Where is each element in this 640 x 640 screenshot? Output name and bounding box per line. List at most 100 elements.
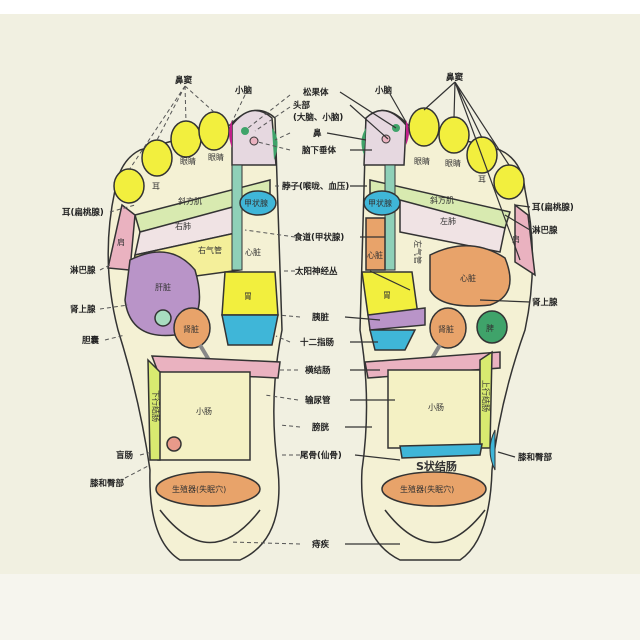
- pineal-dot: [392, 124, 400, 132]
- label-pineal: 松果体: [303, 87, 329, 98]
- label-sinus: 鼻窦: [175, 75, 193, 86]
- leader-lines: [99, 81, 531, 545]
- label-nose: 鼻: [313, 128, 322, 139]
- duodenum-right: [369, 329, 417, 351]
- label-bladder: 膀胱: [311, 422, 330, 433]
- left-foot: 耳 眼睛 眼睛 斜方肌 右肺 右气管 肝脏 甲状腺 心脏 胃 肾脏 小肠 下行结…: [107, 109, 283, 561]
- label-pancreas: 胰脏: [311, 312, 330, 323]
- left-lung: [399, 199, 506, 253]
- heart-small: [365, 217, 386, 271]
- region-right-bronchus: 右气管: [198, 245, 222, 255]
- region-heart: 心脏: [460, 273, 476, 283]
- toe-5: [113, 168, 145, 204]
- region-eye: 眼睛: [414, 156, 430, 166]
- label-adrenal: 肾上腺: [532, 297, 558, 308]
- spleen: [476, 310, 508, 344]
- background: [0, 14, 640, 574]
- region-descending-colon: 下行结肠: [151, 390, 161, 422]
- region-left-lung: 左肺: [440, 216, 456, 226]
- cerebellum-spot: [406, 120, 409, 145]
- label-adrenal: 肾上腺: [70, 304, 96, 315]
- region-small-intestine: 小肠: [428, 403, 444, 412]
- region-liver: 肝脏: [155, 282, 171, 292]
- region-heart: 心脏: [245, 247, 261, 257]
- kidney-left: [173, 307, 211, 349]
- bottom-band: [0, 574, 640, 640]
- esophagus-right: [384, 164, 396, 271]
- label-lymph: 淋巴腺: [532, 225, 558, 236]
- label-head: 头部: [293, 100, 311, 111]
- cerebellum-spot: [229, 120, 232, 148]
- label-cerebellum: 小脑: [374, 85, 393, 96]
- region-sigmoid-colon: S状结肠: [416, 459, 457, 473]
- center-labels: 松果体 头部 (大脑、小脑) 鼻 脑下垂体 脖子(喉咙、血压) 食道(甲状腺) …: [282, 87, 349, 550]
- label-appendix: 盲肠: [116, 450, 134, 461]
- label-coccyx: 尾骨(仙骨): [299, 450, 342, 461]
- region-trapezius: 斜方肌: [430, 195, 454, 205]
- nose-spot: [361, 128, 366, 155]
- sigmoid-colon-bar: [399, 443, 483, 459]
- label-gallbladder: 胆囊: [81, 335, 100, 346]
- region-kidney: 肾脏: [183, 324, 199, 334]
- region-kidney: 肾脏: [438, 324, 454, 334]
- gallbladder: [154, 309, 172, 327]
- nose-spot: [272, 128, 278, 160]
- region-stomach: 胃: [383, 291, 391, 300]
- region-ear: 耳: [478, 175, 486, 184]
- pancreas-right: [367, 307, 426, 331]
- label-ear-tonsil: 耳(扁桃腺): [532, 202, 574, 213]
- region-eye: 眼睛: [180, 156, 196, 166]
- region-thyroid: 甲状腺: [368, 198, 392, 208]
- toe-3: [438, 116, 470, 154]
- pituitary-dot: [249, 136, 259, 146]
- region-trapezius: 斜方肌: [178, 196, 202, 206]
- right-foot: 眼睛 眼睛 耳 斜方肌 左肺 左气管 心脏 甲状腺 心脏 胃 肾脏 脾 小肠 上…: [359, 107, 536, 561]
- label-transverse-colon: 横结肠: [304, 365, 331, 376]
- region-genital: 生殖器(失眠穴): [400, 484, 454, 494]
- right-labels: 鼻窦 小脑 耳(扁桃腺) 淋巴腺 肾上腺 膝和臀部: [374, 72, 574, 463]
- region-eye: 眼睛: [445, 158, 461, 168]
- knee-hip-spot: [489, 429, 496, 471]
- region-heart-small: 心脏: [367, 250, 383, 260]
- label-knee-hip: 膝和臀部: [90, 478, 125, 489]
- region-thyroid: 甲状腺: [244, 198, 268, 208]
- genital-right: [381, 471, 487, 507]
- small-intestine-right: [387, 369, 481, 449]
- region-stomach: 胃: [244, 292, 252, 301]
- shoulder-right: [514, 203, 536, 277]
- region-left-bronchus: 左气管: [413, 240, 423, 264]
- label-neck: 脖子(喉咙、血压): [282, 181, 349, 192]
- toe-4: [141, 139, 173, 177]
- thyroid-right: [363, 190, 401, 216]
- label-duodenum: 十二指肠: [300, 337, 335, 348]
- kidney-right: [429, 307, 467, 349]
- duodenum-left: [221, 314, 279, 346]
- heart-right: [429, 245, 511, 307]
- label-hemorrhoids: 痔疾: [312, 539, 330, 550]
- toe-3: [170, 120, 202, 158]
- region-right-lung: 右肺: [175, 221, 191, 231]
- heel-arc-left: [159, 509, 261, 544]
- label-pituitary: 脑下垂体: [301, 145, 337, 156]
- label-ear-tonsil: 耳(扁桃腺): [62, 207, 104, 218]
- label-sinus: 鼻窦: [446, 72, 464, 83]
- toe-2: [408, 107, 440, 147]
- pineal-dot: [241, 127, 249, 135]
- region-spleen: 脾: [486, 323, 494, 333]
- label-brain: (大脑、小脑): [293, 112, 343, 123]
- pituitary-dot: [381, 134, 391, 144]
- label-ureter: 输尿管: [305, 395, 331, 406]
- toe-5: [493, 164, 525, 200]
- region-ascending-colon: 上行结肠: [481, 380, 491, 412]
- label-knee-hip: 膝和臀部: [518, 452, 553, 463]
- region-shoulder: 肩: [117, 237, 125, 247]
- genital-left: [155, 471, 261, 507]
- label-solar-plexus: 太阳神经丛: [294, 266, 338, 277]
- region-small-intestine: 小肠: [196, 407, 212, 416]
- label-esophagus: 食道(甲状腺): [294, 232, 344, 243]
- region-shoulder: 肩: [512, 234, 520, 244]
- heel-arc-right: [384, 509, 486, 544]
- descending-colon: [147, 358, 161, 461]
- region-eye: 眼睛: [208, 152, 224, 162]
